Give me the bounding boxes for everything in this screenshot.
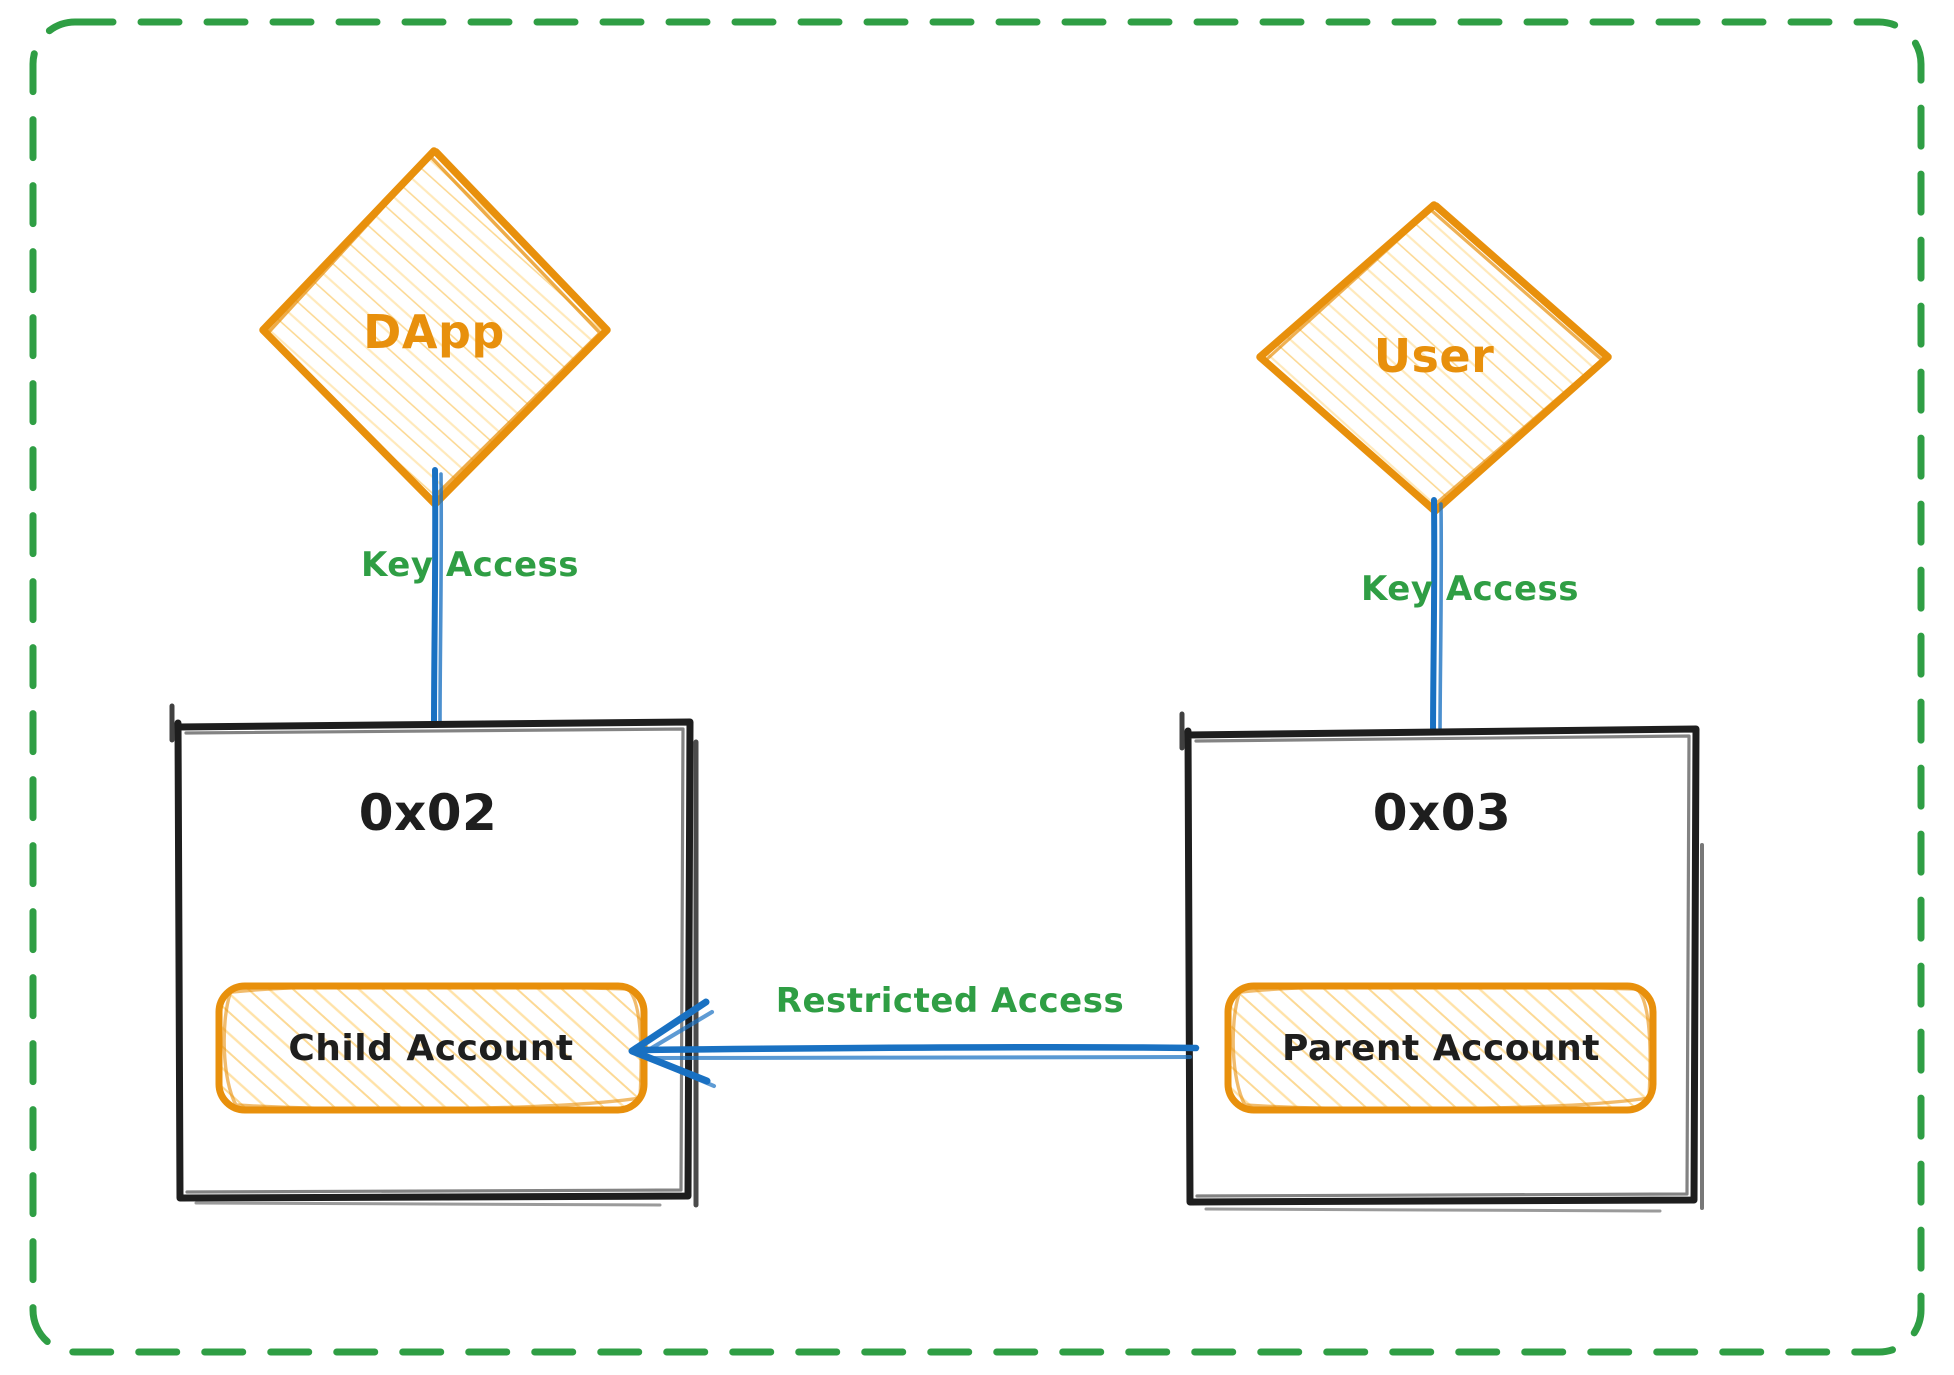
- parent-account-label: Parent Account: [1282, 1028, 1600, 1069]
- edge-user-line-1: [1430, 497, 1438, 743]
- dapp-outline-2: [266, 152, 602, 502]
- edge-dapp-line-1: [431, 467, 439, 731]
- edge-label-restricted-access: Restricted Access: [776, 981, 1124, 1021]
- edge-dapp-line-2: [438, 472, 444, 728]
- boundary-dashed-container: [29, 18, 1925, 1356]
- edge-restricted-arrowhead-2: [637, 1009, 717, 1089]
- dapp-label: DApp: [363, 305, 505, 359]
- edge-label-key-access-dapp: Key Access: [361, 545, 579, 585]
- edge-dapp-to-account[interactable]: Key Access: [361, 467, 579, 731]
- child-account-node[interactable]: Child Account: [215, 982, 648, 1114]
- box-0x02-flick-bottom: [194, 1201, 662, 1207]
- account-box-0x03[interactable]: 0x03 Parent Account: [1179, 711, 1704, 1213]
- parent-account-node[interactable]: Parent Account: [1224, 982, 1657, 1114]
- edge-user-line-2: [1438, 502, 1444, 740]
- user-label: User: [1374, 329, 1495, 383]
- box-0x02-label: 0x02: [359, 784, 498, 842]
- parent-account-fill: [1228, 986, 1653, 1110]
- node-dapp[interactable]: DApp: [259, 147, 611, 508]
- parent-account-outline-2: [1231, 983, 1652, 1111]
- child-account-label: Child Account: [288, 1028, 573, 1069]
- edge-restricted-access[interactable]: Restricted Access: [628, 981, 1200, 1089]
- child-account-fill: [219, 986, 644, 1110]
- edge-restricted-line-2: [646, 1055, 1192, 1060]
- box-0x02-outline-2: [184, 727, 685, 1194]
- box-0x03-flick-bottom: [1204, 1207, 1662, 1213]
- edge-restricted-line-1: [636, 1043, 1200, 1054]
- child-account-outline-2: [222, 983, 643, 1111]
- box-0x03-outline-2: [1194, 734, 1691, 1198]
- edge-label-key-access-user: Key Access: [1361, 569, 1579, 609]
- edge-user-to-account[interactable]: Key Access: [1361, 497, 1579, 743]
- node-user[interactable]: User: [1256, 201, 1612, 515]
- account-box-0x02[interactable]: 0x02 Child Account: [169, 703, 699, 1208]
- box-0x03-label: 0x03: [1373, 784, 1512, 842]
